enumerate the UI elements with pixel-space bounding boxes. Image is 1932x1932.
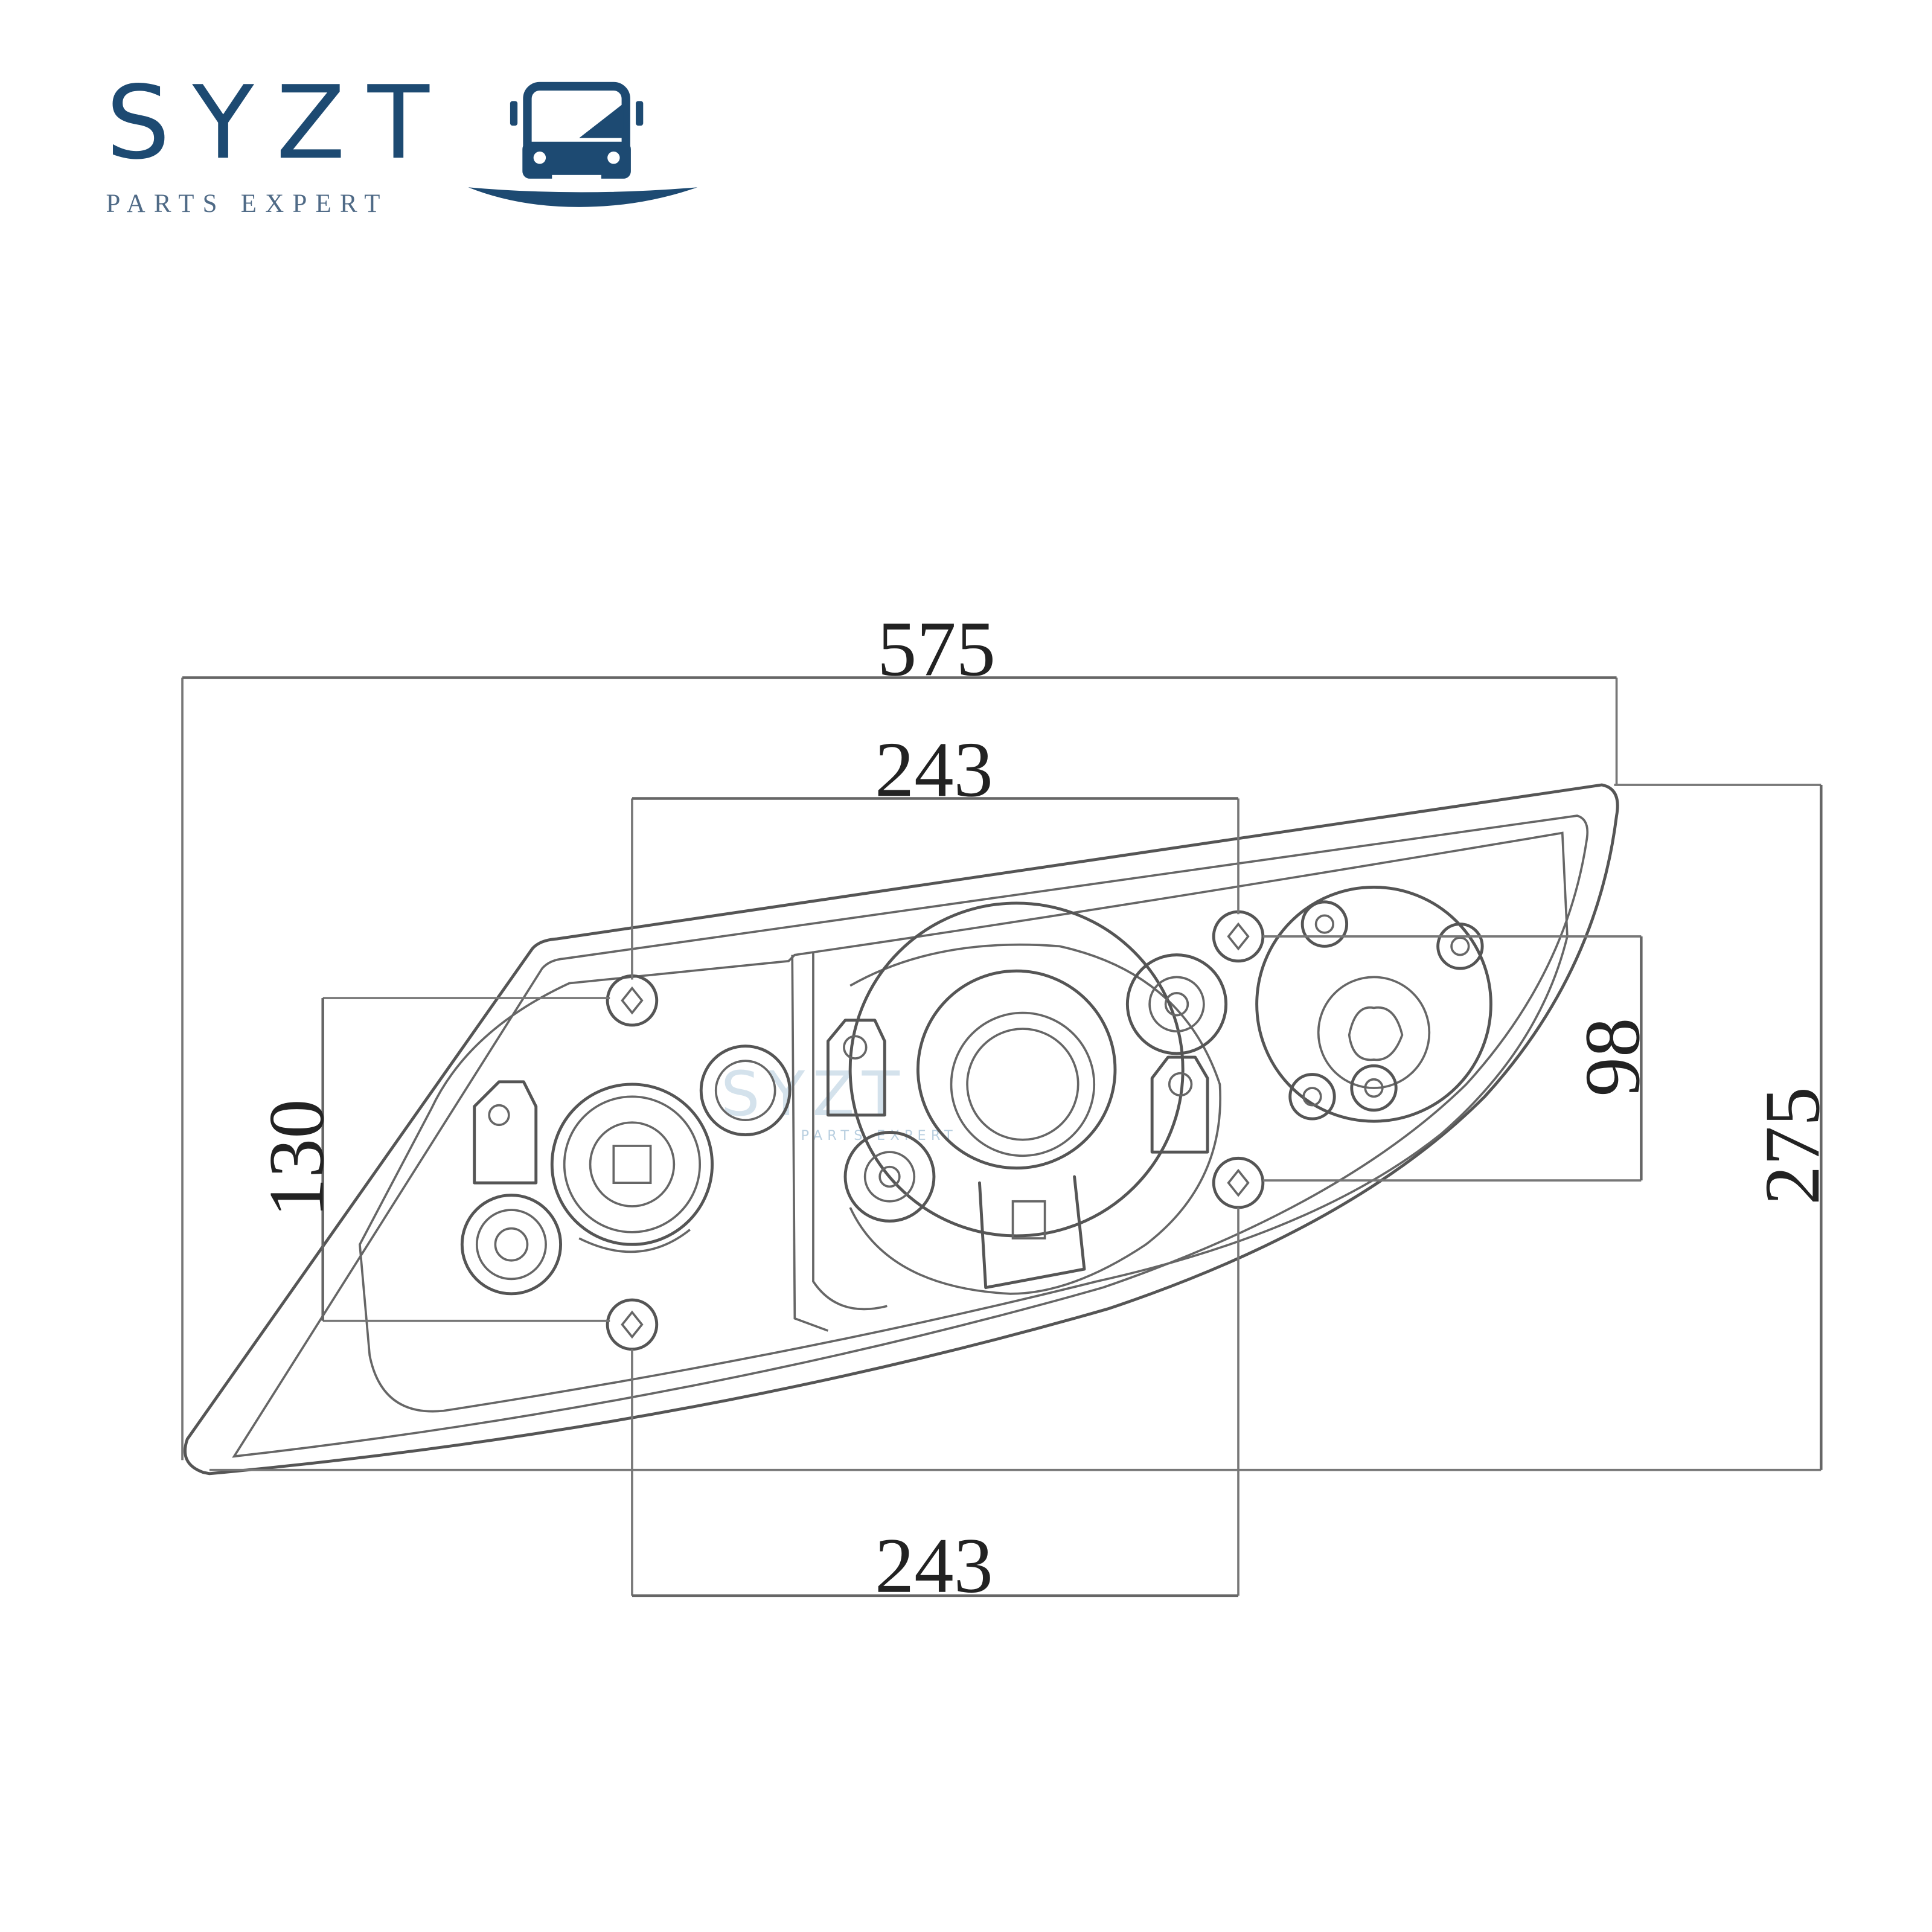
dimension-label: 130 xyxy=(254,1099,341,1217)
dimension-label: 98 xyxy=(1569,1018,1656,1097)
watermark: SYZT PARTS EXPERT xyxy=(721,1058,958,1144)
mounting-hole xyxy=(1212,910,1265,963)
dimension-bottom-hole-spacing: 243 xyxy=(631,1208,1239,1610)
housing-outer-outline xyxy=(184,783,1619,1476)
logo-brand: SYZT xyxy=(106,65,452,182)
dimension-overall-height: 275 xyxy=(209,784,1836,1471)
mounting-hole xyxy=(1212,1156,1265,1209)
dimension-label: 243 xyxy=(875,1523,993,1610)
housing-inner-outline xyxy=(232,814,1589,1458)
middle-chamber xyxy=(812,951,888,1311)
dimension-label: 243 xyxy=(875,726,993,813)
dimension-right-hole-spacing: 98 xyxy=(1262,935,1656,1182)
left-chamber xyxy=(791,955,829,1332)
watermark-tagline: PARTS EXPERT xyxy=(801,1128,958,1144)
dimension-left-hole-spacing: 130 xyxy=(254,997,610,1322)
watermark-brand: SYZT xyxy=(721,1058,907,1130)
logo-tagline: PARTS EXPERT xyxy=(106,190,389,218)
mounting-hole xyxy=(606,974,659,1027)
logo: SYZT PARTS EXPERT xyxy=(106,65,698,218)
dimension-top-hole-spacing: 243 xyxy=(631,726,1239,980)
dimension-label: 575 xyxy=(877,606,996,693)
dimension-label: 275 xyxy=(1749,1087,1836,1205)
truck-front-icon xyxy=(468,82,698,207)
right-lamp xyxy=(1255,885,1492,1123)
mounting-hole xyxy=(606,1298,659,1351)
lamp-housing xyxy=(184,783,1619,1476)
housing-inner-rim xyxy=(359,831,1569,1413)
left-lamp xyxy=(460,1044,792,1296)
dimension-overall-width: 575 xyxy=(181,606,1618,1460)
middle-lamp xyxy=(826,901,1228,1295)
